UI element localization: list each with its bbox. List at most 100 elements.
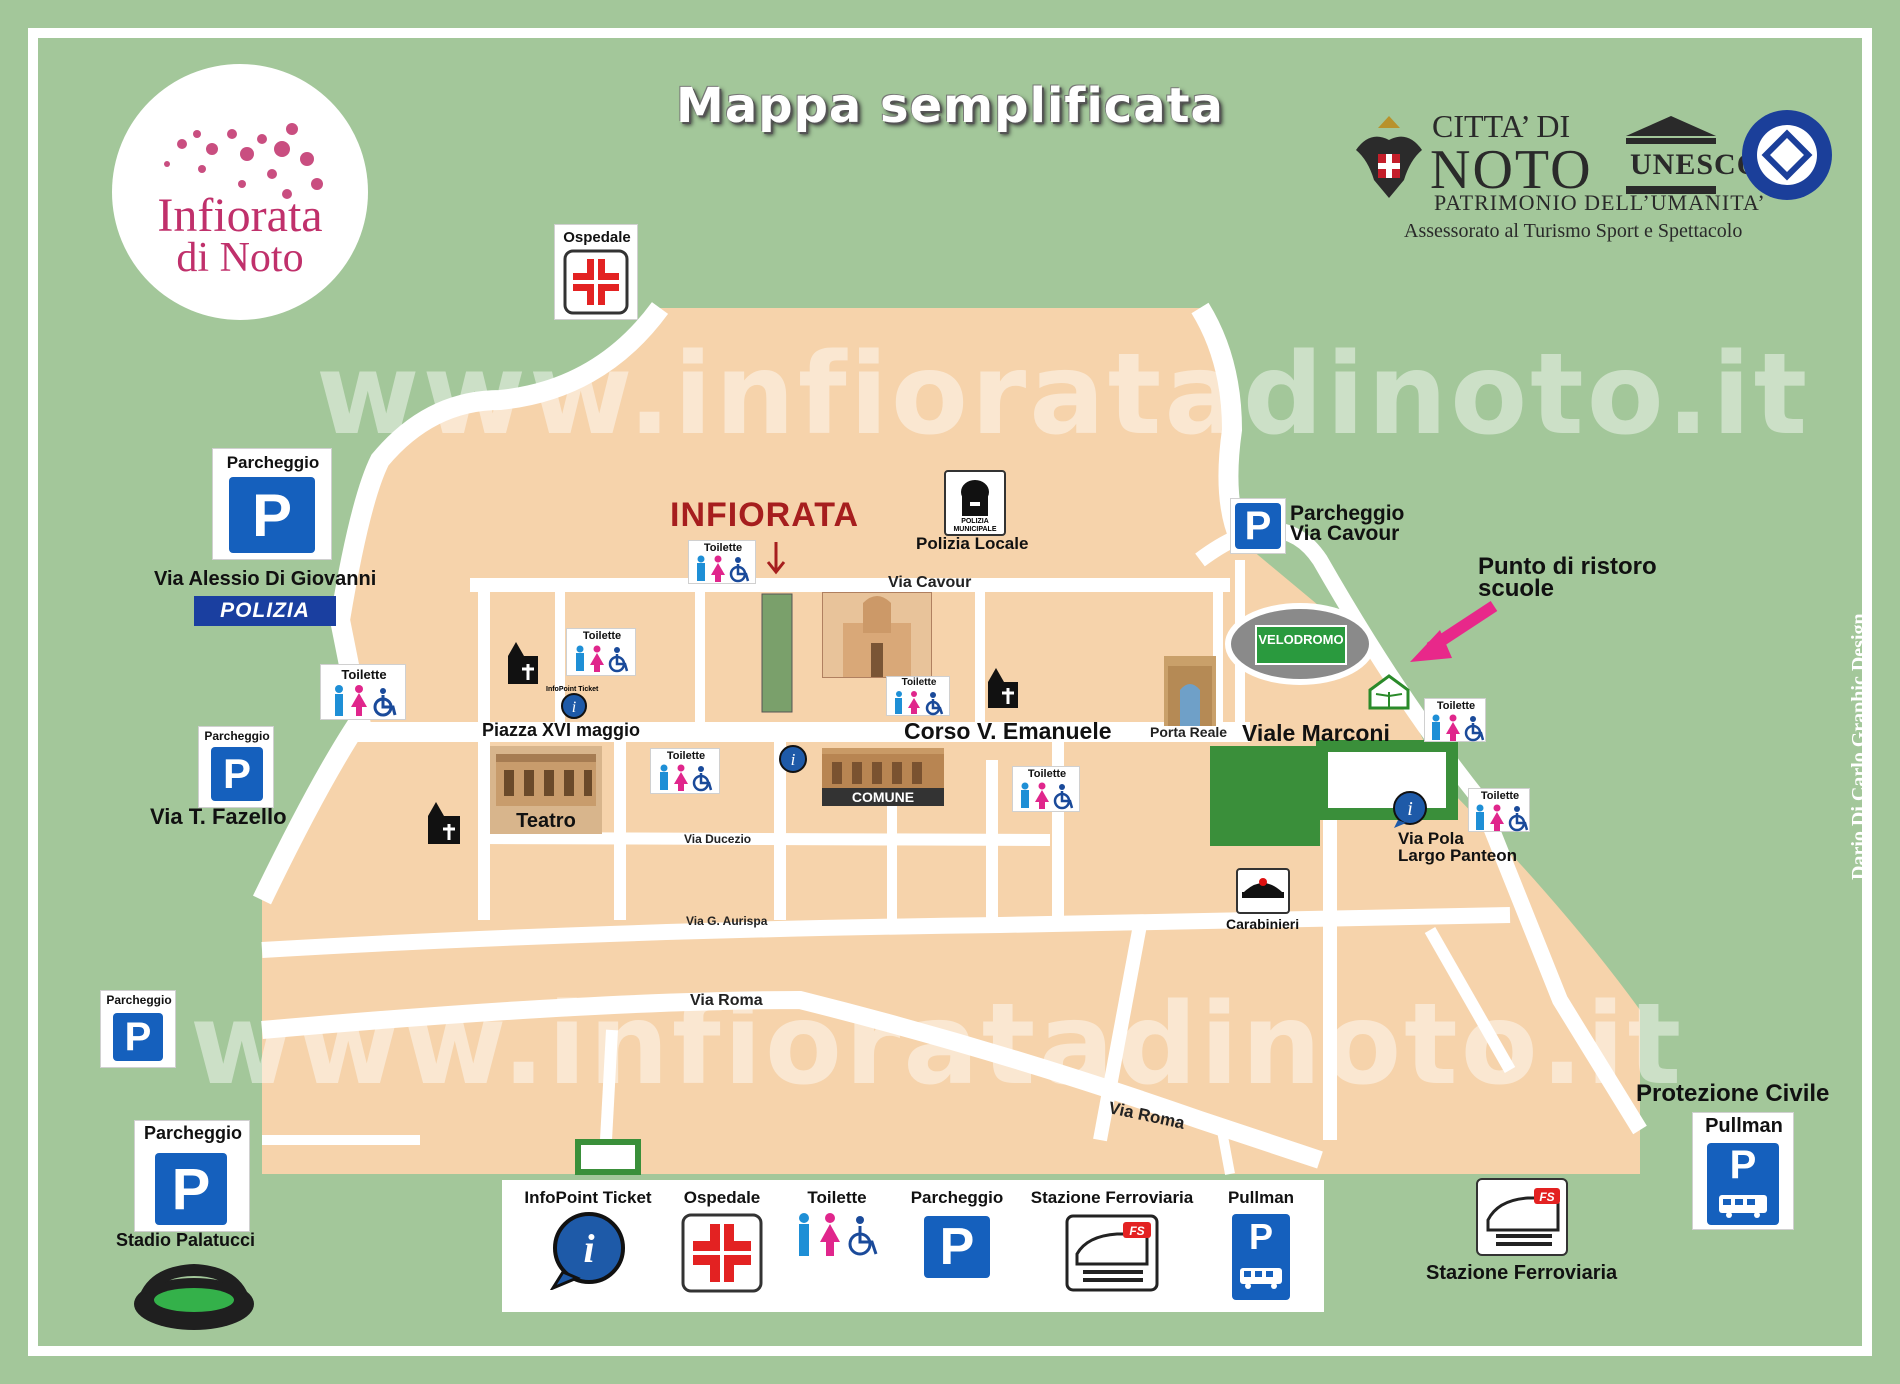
parcheggio-alessio-card[interactable]: Parcheggio P (212, 448, 332, 560)
legend-parcheggio-label: Parcheggio (910, 1188, 1004, 1207)
toilet-icon (576, 645, 629, 673)
ristoro-line1: Punto di ristoro (1478, 553, 1657, 580)
noto-header-line4: Assessorato al Turismo Sport e Spettacol… (1404, 220, 1743, 242)
parcheggio-fazello-label: Parcheggio (204, 729, 270, 743)
noto-header-line1: CITTA’ DI (1432, 108, 1571, 144)
credit-text: Dario Di Carlo Graphic Design (1848, 613, 1870, 880)
stadio-label: Stadio Palatucci (116, 1230, 256, 1250)
legend-toilette: Toilette (792, 1188, 882, 1267)
legend-infopoint-label: InfoPoint Ticket (524, 1188, 652, 1207)
pullman-right-label: Pullman (1705, 1115, 1783, 1137)
teatro-image: Teatro (490, 746, 602, 834)
toilet-icon (335, 685, 397, 717)
svg-text:i: i (572, 699, 576, 716)
unesco-logo: UNESCO (1622, 112, 1760, 200)
toilet-icon (1476, 804, 1529, 832)
road-aurispa (261, 907, 1511, 958)
church-icon (424, 796, 464, 851)
noto-header-line2: NOTO (1430, 139, 1593, 201)
toilette-card[interactable]: Toilette (566, 628, 636, 676)
toilet-icon (660, 764, 713, 792)
flower-petals-icon (164, 123, 323, 199)
world-heritage-emblem-icon (1742, 110, 1832, 200)
parking-icon: P (155, 1153, 227, 1225)
parking-icon: P (113, 1013, 163, 1061)
toilet-icon (799, 1213, 878, 1256)
info-icon[interactable]: i (776, 744, 810, 781)
hospital-cross-icon (681, 1213, 763, 1293)
carabinieri-label: Carabinieri (1226, 916, 1300, 932)
toilet-icon (1432, 714, 1485, 742)
legend-panel: InfoPoint Ticket i Ospedale Toilette Par… (502, 1180, 1324, 1312)
map-title: Mappa semplificata (676, 78, 1224, 134)
infopoint-ticket-small-label: InfoPoint Ticket (546, 686, 599, 693)
stazione-right-label: Stazione Ferroviaria (1426, 1262, 1618, 1284)
hospital-cross-icon (563, 249, 629, 315)
toilette-card[interactable]: Toilette (1424, 698, 1486, 742)
parcheggio-cavour-line1: Parcheggio (1290, 502, 1405, 525)
toilette-label: Toilette (341, 667, 387, 682)
bus-icon: P (1707, 1143, 1779, 1225)
toilette-card[interactable]: Toilette (886, 676, 950, 716)
carabinieri-icon[interactable] (1236, 868, 1290, 914)
parcheggio-stadio-label: Parcheggio (143, 1123, 243, 1143)
ristoro-label: Punto di ristoro scuole (1478, 553, 1657, 602)
infiorata-label: INFIORATA (670, 496, 860, 534)
ristoro-line2: scuole (1478, 575, 1555, 602)
polizia-locale-icon[interactable]: POLIZIA MUNICIPALE (944, 470, 1006, 536)
toilette-card[interactable]: Toilette (320, 664, 406, 720)
info-icon[interactable]: i (1388, 790, 1432, 835)
toilette-card[interactable]: Toilette (688, 540, 756, 584)
via-pola-line2: Largo Panteon (1398, 846, 1518, 865)
toilette-card[interactable]: Toilette (1012, 766, 1080, 812)
polizia-locale-label: Polizia Locale (916, 534, 1029, 553)
street-via-roma-1: Via Roma (690, 992, 763, 1009)
toilette-label: Toilette (703, 542, 743, 554)
watermark-top: www.infioratadinoto.it (316, 330, 1811, 460)
unesco-text: UNESCO (1630, 148, 1762, 181)
piazza-label: Piazza XVI maggio (482, 720, 641, 740)
arrow-down-icon (764, 540, 788, 581)
infiorata-strip (761, 593, 793, 713)
parcheggio-left-label: Parcheggio (106, 993, 172, 1007)
legend-pullman: Pullman P (1216, 1188, 1306, 1300)
parking-icon: P (924, 1216, 990, 1278)
park-3 (575, 1139, 641, 1175)
legend-stazione-label: Stazione Ferroviaria (1030, 1188, 1194, 1207)
legend-parcheggio: Parcheggio P (902, 1188, 1012, 1278)
parcheggio-fazello-card[interactable]: Parcheggio P (198, 726, 274, 808)
via-fazello-label: Via T. Fazello (150, 804, 287, 829)
toilet-icon (1021, 782, 1074, 810)
svg-text:i: i (791, 750, 796, 769)
toilette-card[interactable]: Toilette (1468, 788, 1530, 832)
parcheggio-left-card[interactable]: Parcheggio P (100, 990, 176, 1068)
info-icon[interactable]: i (558, 692, 590, 727)
park-2 (1316, 740, 1458, 820)
legend-stazione: Stazione Ferroviaria FS (1022, 1188, 1202, 1297)
toilet-icon (895, 691, 944, 716)
teatro-label: Teatro (516, 810, 576, 832)
comune-image: COMUNE (822, 748, 944, 806)
park-1 (1210, 746, 1320, 846)
legend-toilette-label: Toilette (807, 1188, 867, 1207)
ospedale-top-card[interactable]: Ospedale (554, 224, 638, 320)
parcheggio-cavour-label: Parcheggio Via Cavour (1290, 502, 1405, 545)
velodromo-label: VELODROMO (1258, 632, 1344, 647)
train-station-icon: FS (1065, 1214, 1159, 1292)
book-icon (1366, 672, 1412, 717)
viale-marconi-label: Viale Marconi (1242, 720, 1390, 746)
toilette-card[interactable]: Toilette (650, 748, 720, 794)
parcheggio-stadio-card[interactable]: Parcheggio P (134, 1120, 250, 1232)
toilette-label: Toilette (666, 750, 706, 762)
polizia-badge: POLIZIA (194, 596, 336, 626)
noto-coat-of-arms-icon (1350, 110, 1428, 207)
parcheggio-cavour-card[interactable]: P (1230, 498, 1286, 554)
stazione-right-icon[interactable]: FS (1476, 1178, 1568, 1256)
parcheggio-cavour-line2: Via Cavour (1290, 522, 1400, 545)
bus-icon: P (1232, 1214, 1290, 1300)
church-icon (984, 664, 1022, 715)
velodromo-field (1255, 625, 1347, 665)
pullman-right-card[interactable]: Pullman P (1692, 1112, 1794, 1230)
legend-ospedale-label: Ospedale (683, 1188, 761, 1207)
toilet-icon (697, 555, 750, 583)
